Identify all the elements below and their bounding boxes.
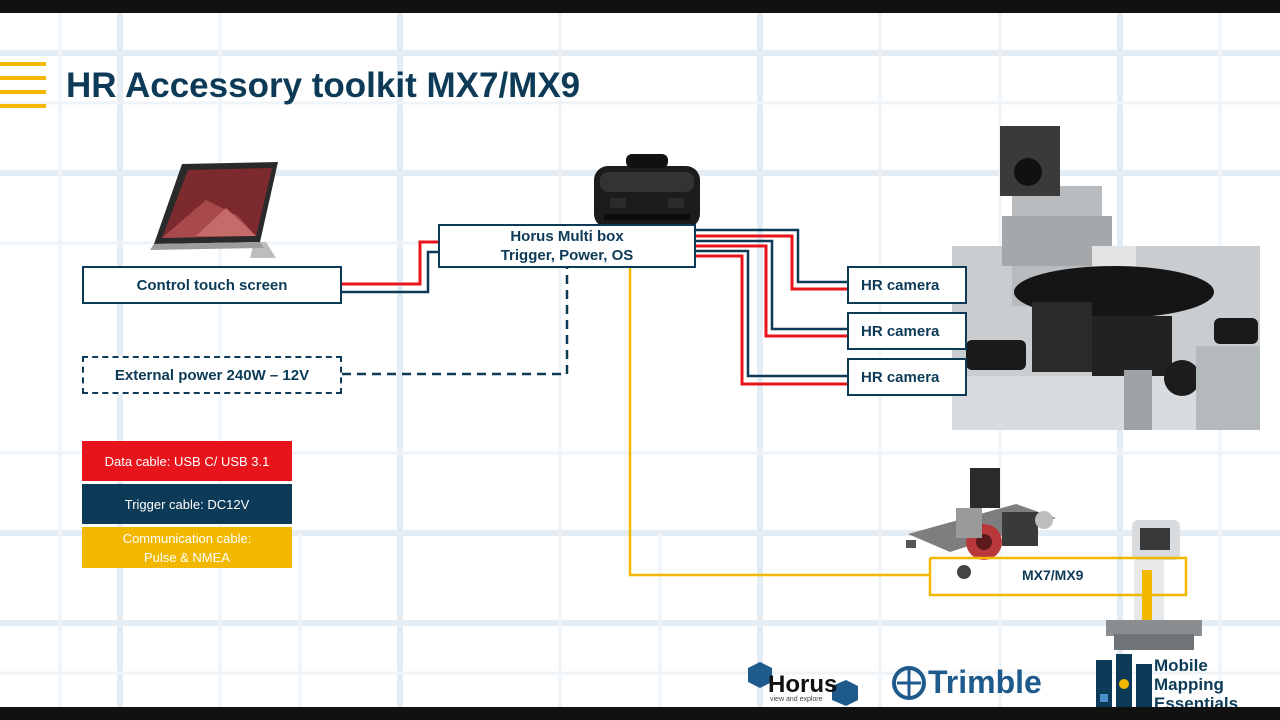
mme-logo-line1: Mobile xyxy=(1154,656,1208,675)
data-cable xyxy=(696,234,847,291)
trigger-cable xyxy=(342,250,438,294)
power-cable xyxy=(342,268,569,376)
mme-logo-line3-clip: Essentials xyxy=(1154,694,1280,707)
multibox-subtitle: Trigger, Power, OS xyxy=(500,247,634,264)
horus-logo-text: Horus xyxy=(768,671,838,698)
title-accent-line xyxy=(0,90,46,94)
trigger-cable xyxy=(696,239,847,331)
data-cable xyxy=(342,240,438,286)
legend-communication-cable: Communication cable: Pulse & NMEA xyxy=(82,527,292,568)
legend-data-cable-label: Data cable: USB C/ USB 3.1 xyxy=(104,453,270,469)
title-accent-line xyxy=(0,104,46,108)
control-touch-screen-label: Control touch screen xyxy=(136,276,288,294)
hr-camera-box: HR camera xyxy=(847,266,967,304)
control-touch-screen-box: Control touch screen xyxy=(82,266,342,304)
legend-communication-line1: Communication cable: xyxy=(122,530,252,546)
camera-rig-photo xyxy=(952,126,1260,430)
bottom-letterbox xyxy=(0,707,1280,720)
trigger-cable xyxy=(696,228,847,284)
hr-camera-label: HR camera xyxy=(861,276,940,294)
title-accent-line xyxy=(0,76,46,80)
mme-logo-line2: Mapping xyxy=(1154,675,1224,694)
hr-camera-label: HR camera xyxy=(861,322,940,340)
hr-camera-box: HR camera xyxy=(847,312,967,350)
horus-tagline: view and explore xyxy=(770,696,823,703)
slide-title: HR Accessory toolkit MX7/MX9 xyxy=(66,66,581,105)
multibox-case-photo xyxy=(594,154,700,228)
legend-communication-line2: Pulse & NMEA xyxy=(144,549,230,565)
top-letterbox xyxy=(0,0,1280,13)
mx7-mx9-label: MX7/MX9 xyxy=(1022,567,1084,583)
mme-logo-line3: Essentials xyxy=(1154,694,1239,707)
trigger-cable xyxy=(696,249,847,378)
external-power-label: External power 240W – 12V xyxy=(114,366,310,384)
external-power-box: External power 240W – 12V xyxy=(82,356,342,394)
data-cable xyxy=(696,254,847,386)
mx-platform-photo xyxy=(906,468,1056,579)
multibox-title: Horus Multi box xyxy=(510,228,624,245)
horus-logo xyxy=(748,662,858,706)
title-accent-line xyxy=(0,62,46,66)
legend-trigger-cable-label: Trigger cable: DC12V xyxy=(124,496,250,512)
mx-scanner-photo xyxy=(1106,520,1202,650)
hr-camera-box: HR camera xyxy=(847,358,967,396)
mobile-mapping-essentials-icon xyxy=(1096,654,1152,707)
horus-multi-box: Horus Multi box Trigger, Power, OS xyxy=(438,224,696,268)
tablet-photo xyxy=(150,162,278,258)
hr-camera-label: HR camera xyxy=(861,368,940,386)
mx-outline xyxy=(928,556,1188,597)
communication-cable xyxy=(628,268,930,577)
data-cable xyxy=(696,244,847,338)
legend-trigger-cable: Trigger cable: DC12V xyxy=(82,484,292,524)
legend-data-cable: Data cable: USB C/ USB 3.1 xyxy=(82,441,292,481)
trimble-globe-icon xyxy=(892,666,926,700)
trimble-logo-text: Trimble xyxy=(928,664,1042,700)
